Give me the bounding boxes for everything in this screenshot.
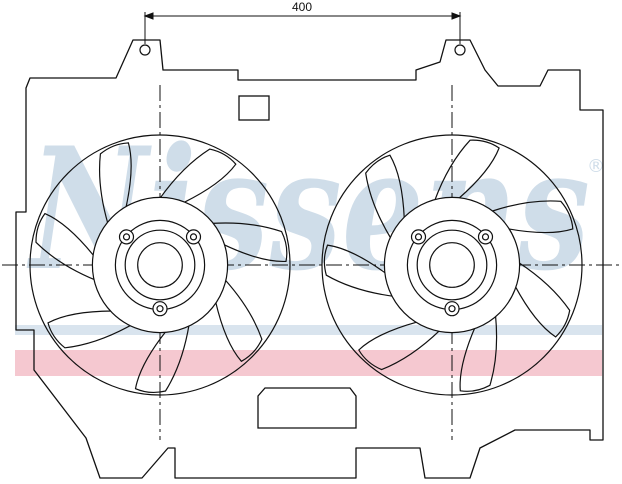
motor-lug-hole <box>448 305 456 313</box>
motor-lug <box>185 229 202 245</box>
fan-blade <box>490 200 574 234</box>
dimension-annotation <box>143 12 462 44</box>
fan-blade <box>358 321 441 371</box>
motor-body <box>416 229 488 301</box>
fan-blade <box>433 139 500 202</box>
motor-center <box>137 242 183 288</box>
mounting-hole-left <box>139 44 151 56</box>
watermark-pink-band <box>15 350 602 376</box>
motor-lug <box>410 229 427 245</box>
fan-blade <box>47 310 132 349</box>
dimension-arrow-left <box>143 12 154 20</box>
motor-lug-hole <box>414 233 423 241</box>
mounting-hole-right <box>454 44 466 56</box>
motor-lug <box>118 229 135 245</box>
shroud-outline <box>15 39 604 479</box>
fan-ring <box>321 134 583 396</box>
dimension-arrow-right <box>451 12 462 20</box>
motor-lug <box>444 301 460 317</box>
motor-center <box>429 242 475 288</box>
motor-lug-hole <box>156 305 164 313</box>
fan-blade <box>98 142 132 225</box>
fan-blade <box>514 261 571 338</box>
watermark-blue-band <box>15 325 602 335</box>
fan-blade <box>35 212 96 281</box>
fan-blade <box>323 244 394 297</box>
fan-ring <box>29 134 291 396</box>
fan-blade <box>365 154 405 240</box>
dimension-label: 400 <box>292 0 312 14</box>
motor-lug <box>477 229 494 245</box>
left-fan <box>29 134 291 396</box>
right-fan <box>321 134 583 396</box>
watermark-registered-mark: ® <box>587 156 605 177</box>
connector-cutout <box>238 95 270 121</box>
fan-blade <box>211 222 288 263</box>
motor-lug <box>152 301 168 317</box>
motor-lug-hole <box>122 233 131 241</box>
fan-blade <box>459 314 498 392</box>
motor-body <box>124 229 196 301</box>
lower-cutout <box>257 387 357 429</box>
motor-lug-hole <box>481 233 490 241</box>
motor-lug-hole <box>189 233 198 241</box>
fan-blade <box>159 148 237 204</box>
fan-blade <box>214 278 263 363</box>
fan-blade <box>134 324 190 394</box>
